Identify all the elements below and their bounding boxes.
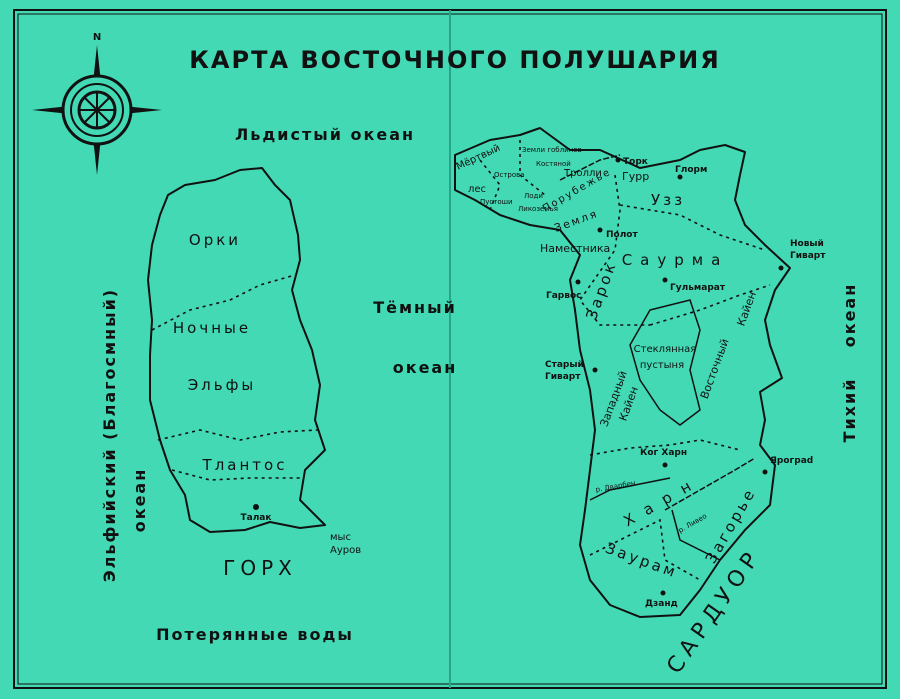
mountain-range-north [559, 154, 621, 181]
city-gulmarat: Гульмарат [670, 283, 726, 293]
region-pustoshi: Пустоши [480, 198, 513, 206]
city-glorm: Глорм [675, 165, 707, 175]
cape-label-2: Ауров [330, 545, 361, 556]
ocean-center-1: Тёмный [373, 298, 457, 317]
region-steklyannaya: Стеклянная [634, 344, 697, 355]
city-garvos: Гарвос [546, 291, 581, 301]
city-dzand: Дзанд [645, 599, 678, 609]
ocean-center-2: океан [393, 358, 458, 377]
region-goblin-lands: Земли гоблинов [522, 146, 582, 154]
region-nochnye: Ночные [173, 319, 251, 337]
city-yarograd: Ярограd [770, 456, 813, 466]
city-markers [575, 157, 784, 596]
ocean-west-1: Эльфийский (Благосмный) [100, 288, 119, 582]
compass-rose-icon: N [32, 32, 162, 175]
region-ostrova: Острова [494, 171, 525, 179]
ocean-west-2: океан [130, 468, 149, 533]
ocean-east-1: Тихий [840, 378, 859, 443]
cape-label-1: мыс [330, 532, 351, 543]
region-kostyanoy: Костяной [536, 160, 571, 168]
compass-north-label: N [93, 32, 101, 43]
city-gurr: Гурр [622, 170, 649, 183]
city-talak: Талак [241, 513, 272, 523]
city-givart-old: Гиварт [545, 372, 581, 382]
ocean-east-2: океан [840, 283, 859, 348]
region-vostochny: Восточный [698, 337, 732, 401]
region-gorkh: ГОРХ [223, 556, 297, 580]
city-givart-new: Гиварт [790, 251, 826, 261]
region-namestnika: Наместника [540, 242, 610, 255]
region-saurma: Саурма [622, 251, 729, 269]
city-marker [253, 504, 259, 510]
region-uzz: Узз [651, 191, 685, 209]
region-les: лес [468, 184, 486, 195]
glass-desert-outline [629, 299, 701, 426]
region-lodi: Лоди [524, 192, 543, 200]
city-stary: Старый [545, 360, 584, 370]
city-polot: Полот [606, 230, 638, 240]
map-title: КАРТА ВОСТОЧНОГО ПОЛУШАРИЯ [189, 46, 720, 74]
region-tlantos: Тлантос [202, 456, 288, 474]
region-zauram: Заурам [603, 539, 680, 582]
region-pustynya: пустыня [640, 360, 684, 371]
west-continent-coast [147, 167, 326, 533]
region-elfy: Эльфы [188, 376, 257, 394]
mountain-range-harn [664, 457, 756, 511]
region-trolli: Тролли [563, 168, 602, 179]
ocean-south: Потерянные воды [156, 625, 354, 644]
region-mertvy: Мёртвый [455, 143, 502, 173]
river-dvarben-label: р. Дварбен [595, 479, 636, 494]
river-liveo [671, 509, 721, 561]
ocean-north: Льдистый океан [235, 125, 415, 144]
city-kog-harn: Ког Харн [640, 448, 687, 458]
city-tork: Торк [623, 157, 648, 167]
region-zarok: Зарок [582, 258, 620, 322]
region-zemlya: Земля [553, 207, 600, 235]
east-continent-coast [454, 127, 791, 618]
region-likozemya: Ликоземья [518, 205, 558, 213]
river-liveo-label: р. Ливео [677, 512, 708, 535]
city-novy: Новый [790, 239, 824, 249]
region-orki: Орки [189, 231, 241, 249]
river-dvarben [589, 477, 671, 501]
